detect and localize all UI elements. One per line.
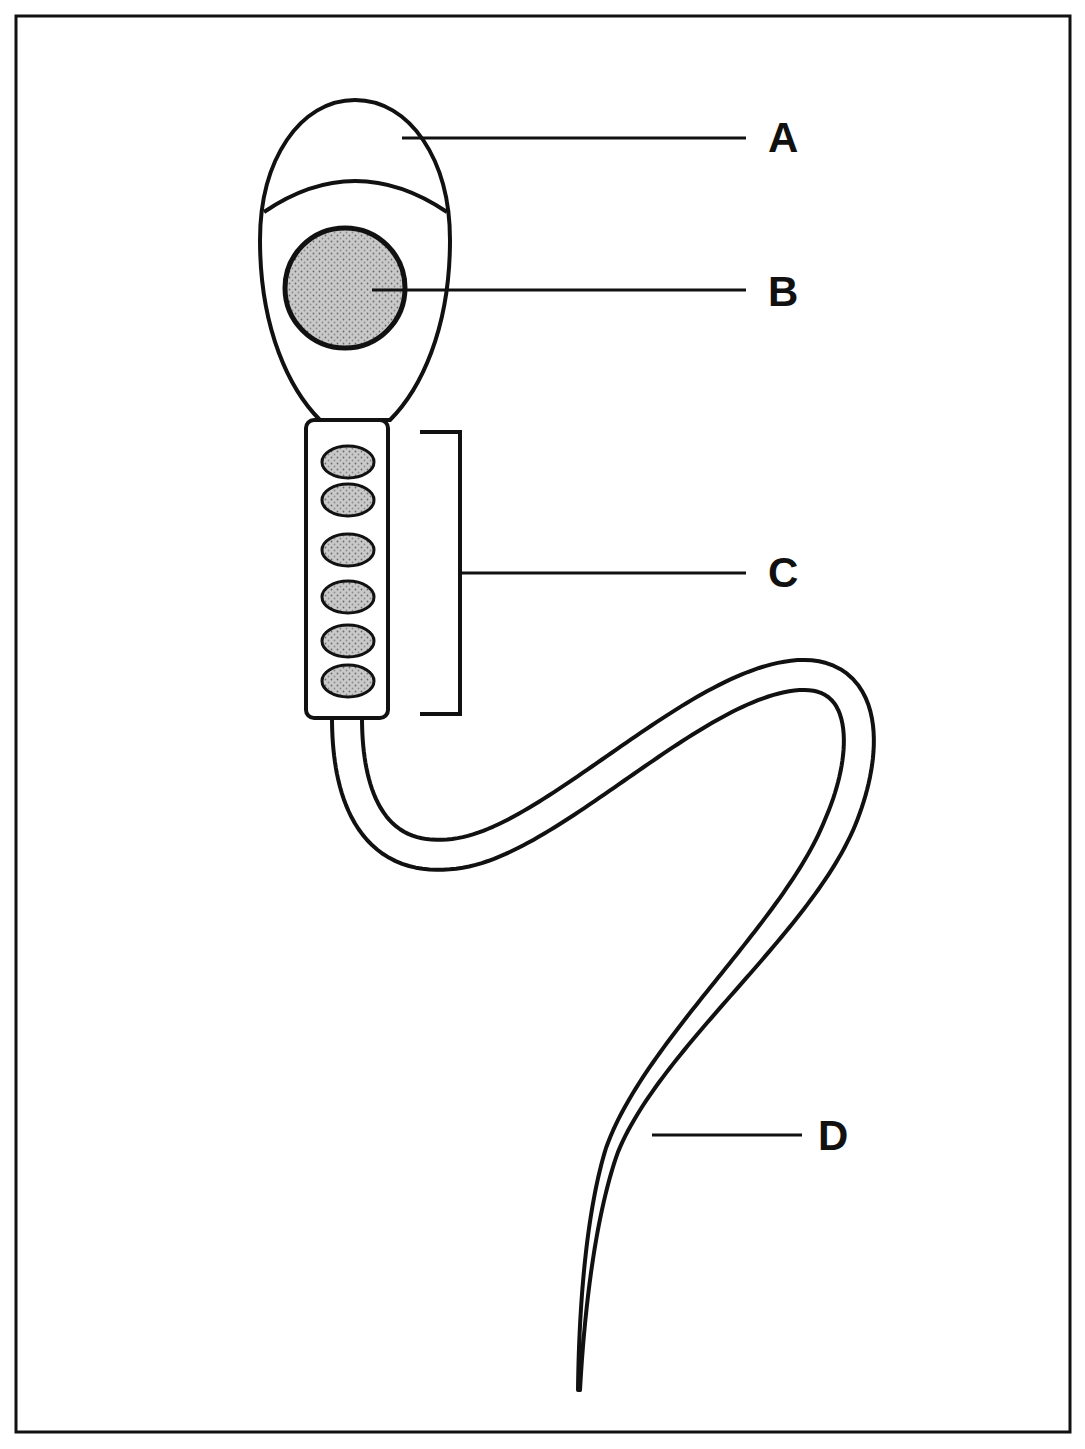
leader-line [402, 137, 746, 140]
tail [332, 660, 874, 1390]
flagellum [332, 660, 874, 1390]
mitochondrion [322, 446, 374, 478]
nucleus [285, 228, 405, 348]
midpiece [306, 420, 388, 718]
frame [16, 16, 1070, 1432]
mitochondrion [322, 534, 374, 566]
bracket [420, 432, 460, 714]
leader-line [460, 572, 746, 575]
mitochondria [322, 446, 374, 697]
part-label: C [768, 552, 798, 594]
mitochondrion [322, 581, 374, 613]
part-label: D [818, 1115, 848, 1157]
part-label: B [768, 271, 798, 313]
mitochondrion [322, 625, 374, 657]
sperm-head [260, 100, 450, 420]
mitochondrion [322, 484, 374, 516]
part-label: A [768, 117, 798, 159]
mitochondrion [322, 665, 374, 697]
leader-line [372, 289, 746, 292]
leader-line [652, 1134, 802, 1137]
acrosome-line [264, 181, 447, 212]
